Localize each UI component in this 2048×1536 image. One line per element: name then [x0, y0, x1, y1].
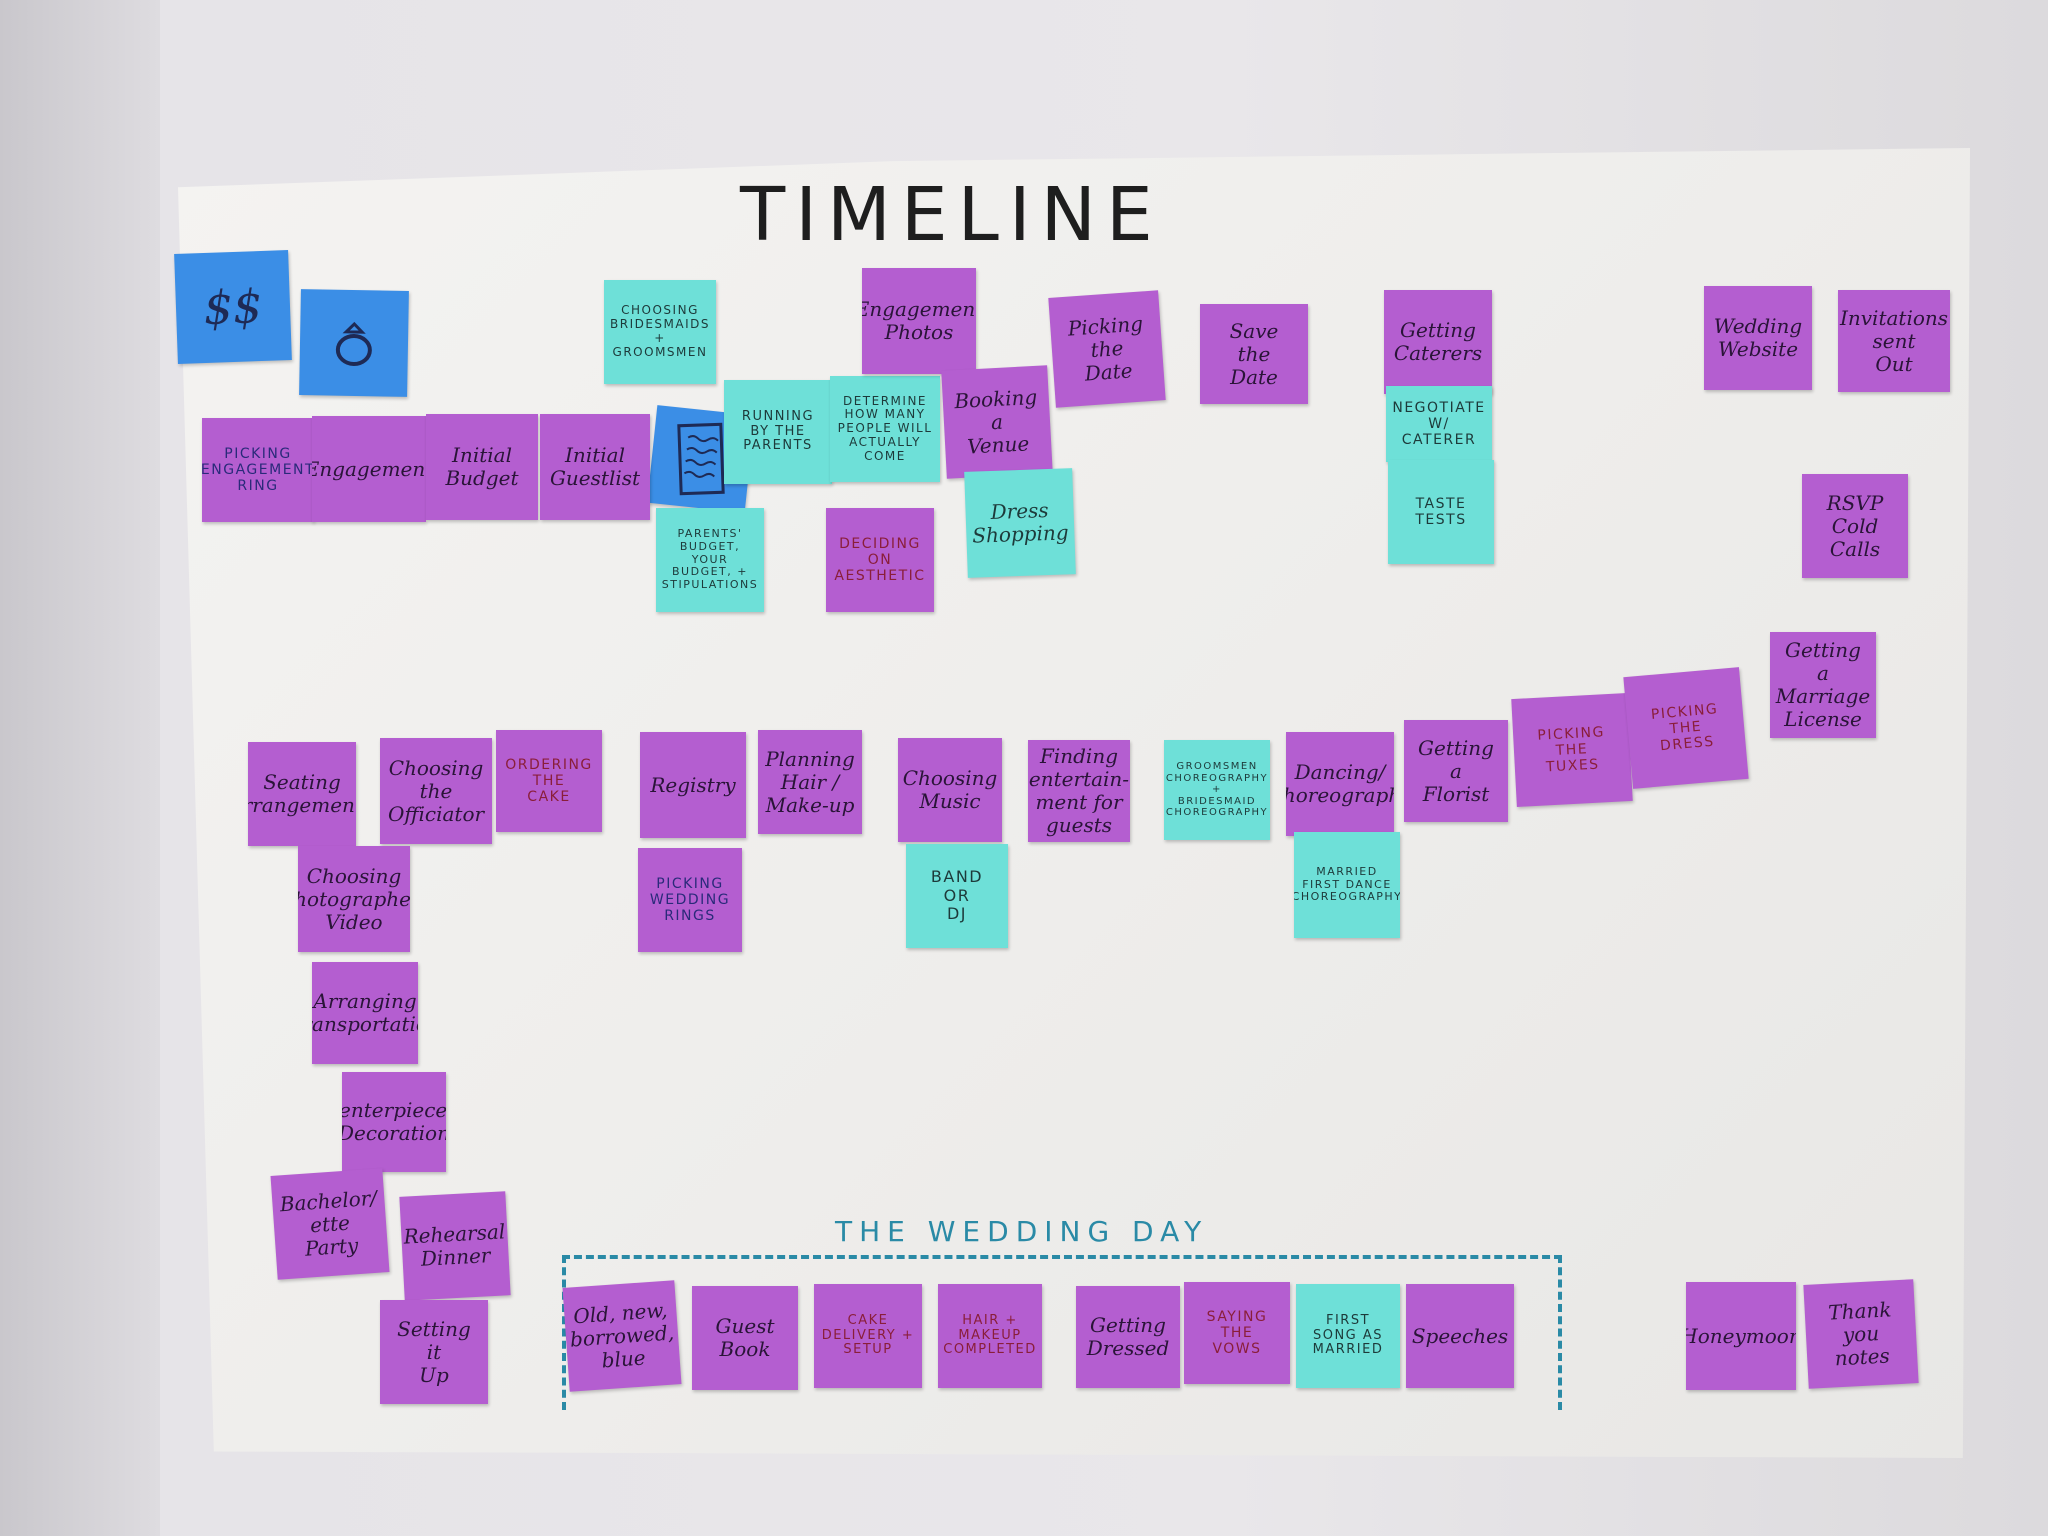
note-ordering-cake: ORDERING THE CAKE [496, 730, 602, 832]
note-transportation: Arranging Transportation [312, 962, 418, 1064]
note-hair-makeup-done: HAIR + MAKEUP COMPLETED [938, 1284, 1042, 1388]
guestlist-note [647, 405, 755, 513]
note-invitations-sent: Invitations sent Out [1838, 290, 1950, 392]
note-speeches: Speeches [1406, 1284, 1514, 1388]
note-florist: Getting a Florist [1404, 720, 1508, 822]
note-initial-budget: Initial Budget [426, 414, 538, 520]
note-rehearsal: Rehearsal Dinner [399, 1191, 511, 1301]
note-guest-book: Guest Book [692, 1286, 798, 1390]
note-deciding-aesthetic: DECIDING ON AESTHETIC [826, 508, 934, 612]
note-booking-venue: Booking a Venue [941, 365, 1053, 479]
note-taste-tests: TASTE TESTS [1388, 460, 1494, 564]
note-registry: Registry [640, 732, 746, 838]
note-officiator: Choosing the Officiator [380, 738, 492, 844]
note-cake-delivery: CAKE DELIVERY + SETUP [814, 1284, 922, 1388]
note-picking-dress: PICKING THE DRESS [1623, 667, 1749, 789]
note-groomsmen-choreo: GROOMSMEN CHOREOGRAPHY + BRIDESMAID CHOR… [1164, 740, 1270, 840]
note-wedding-website: Wedding Website [1704, 286, 1812, 390]
note-band-dj: BAND OR DJ [906, 844, 1008, 948]
note-rsvp-calls: RSVP Cold Calls [1802, 474, 1908, 578]
note-seating: Seating arrangements [248, 742, 356, 846]
note-dancing: Dancing/ Choreography [1286, 732, 1394, 836]
note-photographer: Choosing Photographer/ Video [298, 846, 410, 952]
note-negotiate-caterer: NEGOTIATE W/ CATERER [1386, 386, 1492, 462]
note-entertainment: Finding entertain- ment for guests [1028, 740, 1130, 842]
note-first-song: FIRST SONG AS MARRIED [1296, 1284, 1400, 1388]
note-old-new: Old, new, borrowed, blue [562, 1280, 682, 1392]
ring-note [299, 289, 409, 397]
note-honeymoon: Honeymoon [1686, 1282, 1796, 1390]
note-picking-tuxes: PICKING THE TUXES [1511, 693, 1633, 807]
note-marriage-license: Getting a Marriage License [1770, 632, 1876, 738]
note-saying-vows: SAYING THE VOWS [1184, 1282, 1290, 1384]
note-hair-makeup-plan: Planning Hair / Make-up [758, 730, 862, 834]
note-parents-budget: PARENTS' BUDGET, YOUR BUDGET, + STIPULAT… [656, 508, 764, 612]
note-getting-caterers: Getting Caterers [1384, 290, 1492, 394]
wedding-day-bracket [562, 1255, 1562, 1410]
note-centerpieces: Centerpieces/ Decoration [342, 1072, 446, 1172]
note-initial-guestlist: Initial Guestlist [540, 414, 650, 520]
note-thank-you: Thank you notes [1803, 1279, 1919, 1389]
list-icon [677, 422, 725, 496]
money-note: $$ [174, 250, 292, 364]
note-bachelor: Bachelor/ ette Party [270, 1168, 390, 1280]
note-setting-up: Setting it Up [380, 1300, 488, 1404]
note-picking-date: Picking the Date [1048, 290, 1166, 408]
note-engagement-photos: Engagement Photos [862, 268, 976, 374]
timeline-title: TIMELINE [740, 172, 1163, 258]
ring-icon [335, 321, 372, 366]
note-getting-dressed: Getting Dressed [1076, 1286, 1180, 1388]
note-choosing-bridesmaids: CHOOSING BRIDESMAIDS + GROOMSMEN [604, 280, 716, 384]
wall [0, 0, 160, 1536]
note-picking-rings: PICKING WEDDING RINGS [638, 848, 742, 952]
note-picking-ring: PICKING ENGAGEMENT RING [202, 418, 314, 522]
note-first-dance-choreo: MARRIED FIRST DANCE CHOREOGRAPHY [1294, 832, 1400, 938]
note-dress-shopping: Dress Shopping [964, 468, 1076, 578]
note-choosing-music: Choosing Music [898, 738, 1002, 842]
wedding-day-label: THE WEDDING DAY [835, 1215, 1209, 1248]
note-engagement: Engagement [312, 416, 426, 522]
note-determine-people: DETERMINE HOW MANY PEOPLE WILL ACTUALLY … [830, 376, 940, 482]
note-running-by-parents: RUNNING BY THE PARENTS [724, 380, 832, 484]
note-save-date: Save the Date [1200, 304, 1308, 404]
